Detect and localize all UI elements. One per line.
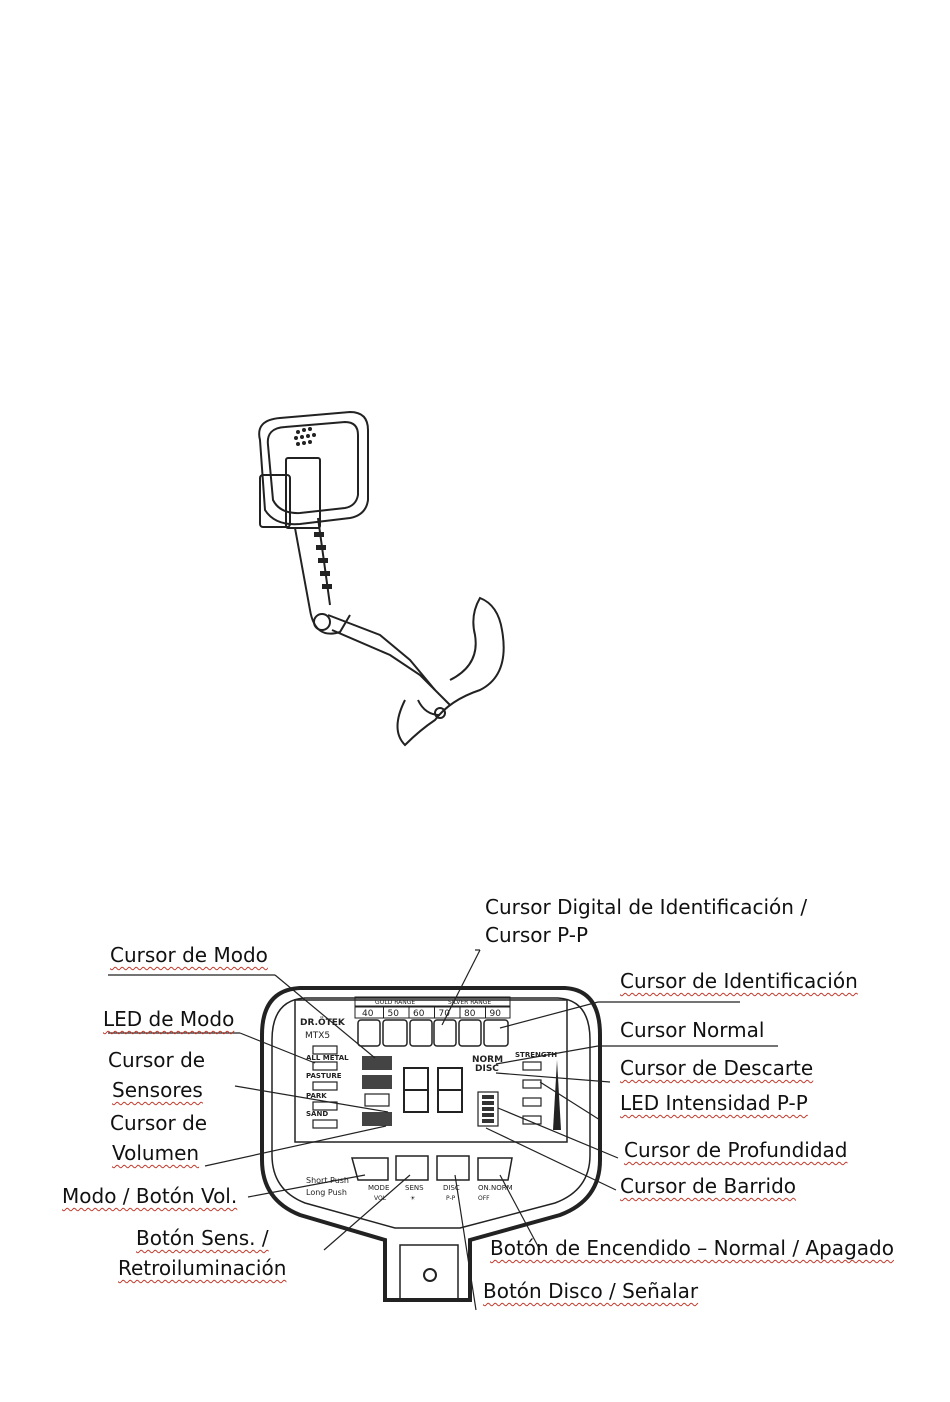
callout-mode-vol-button: Modo / Botón Vol. bbox=[62, 1184, 238, 1208]
mode-label: SAND bbox=[306, 1110, 328, 1118]
mode-label: PARK bbox=[306, 1092, 327, 1100]
long-push-function-label: OFF bbox=[478, 1195, 490, 1202]
button-label: DISC bbox=[443, 1184, 460, 1192]
silver-range-label: SILVER RANGE bbox=[448, 999, 491, 1006]
callout-power-button: Botón de Encendido – Normal / Apagado bbox=[490, 1236, 894, 1260]
scale-tick-90: 90 bbox=[490, 1009, 502, 1019]
disc-label: DISC bbox=[475, 1064, 499, 1074]
strength-label: STRENGTH bbox=[515, 1051, 557, 1059]
callout-pp-led: LED Intensidad P-P bbox=[620, 1091, 808, 1115]
callout-pp-cursor: Cursor P-P bbox=[485, 923, 588, 947]
mode-label: PASTURE bbox=[306, 1072, 342, 1080]
short-push-label: Short Push bbox=[306, 1176, 349, 1185]
callout-mode-cursor: Cursor de Modo bbox=[110, 943, 268, 967]
callout-sensor-cursor-line2: Sensores bbox=[112, 1078, 203, 1102]
callout-depth-cursor: Cursor de Profundidad bbox=[624, 1138, 848, 1162]
callout-volume-cursor-line2: Volumen bbox=[112, 1141, 200, 1165]
callout-discard-cursor: Cursor de Descarte bbox=[620, 1056, 814, 1080]
button-label: MODE bbox=[368, 1184, 389, 1192]
scale-tick-50: 50 bbox=[388, 1009, 400, 1019]
brand-label: DR.ÖTEK bbox=[300, 1017, 346, 1028]
gold-range-label: GOLD RANGE bbox=[375, 999, 415, 1006]
callout-volume-cursor-line1: Cursor de bbox=[110, 1111, 208, 1135]
scale-tick-60: 60 bbox=[413, 1009, 425, 1019]
long-push-function-label: VOL bbox=[374, 1195, 387, 1202]
model-label: MTX5 bbox=[305, 1031, 330, 1041]
long-push-label: Long Push bbox=[306, 1188, 347, 1197]
callout-sweep-cursor: Cursor de Barrido bbox=[620, 1174, 797, 1198]
callout-sens-button-line1: Botón Sens. / bbox=[136, 1226, 269, 1250]
scale-tick-70: 70 bbox=[439, 1009, 451, 1019]
long-push-function-label: P-P bbox=[446, 1195, 456, 1202]
callout-normal-cursor: Cursor Normal bbox=[620, 1018, 765, 1042]
scale-tick-40: 40 bbox=[362, 1009, 374, 1019]
long-push-function-label: ☀ bbox=[410, 1195, 416, 1202]
scale-tick-80: 80 bbox=[464, 1009, 476, 1019]
callout-digital-id-cursor: Cursor Digital de Identificación / bbox=[485, 895, 808, 919]
callout-sensor-cursor-line1: Cursor de bbox=[108, 1048, 206, 1072]
button-label: ON.NORM bbox=[478, 1184, 513, 1192]
mode-label: ALL METAL bbox=[306, 1054, 349, 1062]
callout-id-cursor: Cursor de Identificación bbox=[620, 969, 858, 993]
detector-armrest-illustration bbox=[258, 410, 505, 747]
norm-label: NORM bbox=[472, 1055, 503, 1065]
button-label: SENS bbox=[405, 1184, 424, 1192]
callout-sens-button-line2: Retroiluminación bbox=[118, 1256, 287, 1280]
callout-disc-button: Botón Disco / Señalar bbox=[483, 1279, 699, 1303]
callout-mode-led: LED de Modo bbox=[103, 1007, 235, 1031]
